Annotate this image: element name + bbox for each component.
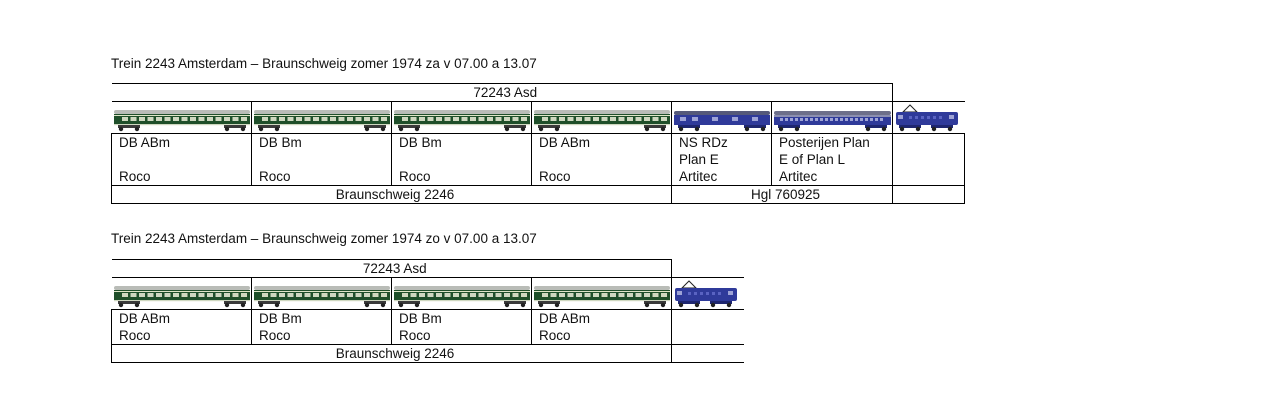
train-1-vehicle-7-image [892,101,965,134]
vehicle-name-line-1: Posterijen Plan [779,135,870,150]
db-coach-icon [254,110,390,132]
train-1-vehicle-2-image [251,101,392,134]
db-coach-icon [394,286,530,308]
train-1-vehicle-3-image [391,101,532,134]
train-2-vehicle-2-image [251,277,392,310]
train-1-footer-right: Hgl 760925 [670,185,894,204]
vehicle-name: DB ABm [539,311,591,326]
vehicle-name: DB ABm [119,135,171,150]
vehicle-name: DB ABm [539,135,591,150]
train-1-footer-left: Braunschweig 2246 [111,185,672,204]
vehicle-name: DB ABm [119,311,171,326]
db-coach-icon [113,110,250,132]
vehicle-name: DB Bm [259,311,302,326]
ns-locomotive-icon [896,104,959,132]
vehicle-brand: Roco [399,169,431,184]
vehicle-brand: Artitec [779,169,818,184]
vehicle-brand: Artitec [679,169,718,184]
train-2-footer-spacer [671,344,744,363]
train-2-vehicle-5-info [671,309,744,345]
ns-post-van-icon [774,111,891,132]
vehicle-brand: Roco [539,169,571,184]
train-1-vehicle-7-info [892,133,966,186]
vehicle-brand: Roco [119,328,151,343]
train-2-vehicle-3-image [391,277,532,310]
train-1-vehicle-4-image [531,101,672,134]
train-1-title: Trein 2243 Amsterdam – Braunschweig zome… [111,56,537,71]
vehicle-name-line-2: Plan E [679,152,719,167]
train-1-vehicle-5-image [671,101,772,134]
train-2-header: 72243 Asd [111,259,672,278]
vehicle-brand: Roco [539,328,571,343]
vehicle-name-line-2: E of Plan L [779,152,846,167]
train-1-vehicle-3-info: DB Bm Roco [391,133,532,186]
train-1-vehicle-1-image [111,101,252,134]
train-1-footer-spacer [892,185,966,204]
train-2-footer-left: Braunschweig 2246 [111,344,672,363]
db-coach-icon [254,286,390,308]
train-1-vehicle-6-info: Posterijen Plan E of Plan L Artitec [770,133,894,186]
vehicle-name: DB Bm [399,311,442,326]
vehicle-brand: Roco [119,169,151,184]
db-coach-icon [534,110,670,132]
vehicle-name-line-1: NS RDz [679,135,728,150]
train-2-title: Trein 2243 Amsterdam – Braunschweig zome… [111,231,537,246]
train-2-vehicle-3-info: DB Bm Roco [391,309,532,345]
vehicle-brand: Roco [399,328,431,343]
vehicle-brand: Roco [259,169,291,184]
train-2-vehicle-2-info: DB Bm Roco [251,309,392,345]
train-2-vehicle-5-image [671,277,744,310]
train-1-header-spacer [892,83,965,102]
vehicle-brand: Roco [259,328,291,343]
vehicle-name: DB Bm [399,135,442,150]
db-coach-icon [113,286,250,308]
train-1-vehicle-6-image [770,101,894,134]
db-coach-icon [394,110,530,132]
ns-locomotive-icon [675,280,737,308]
train-2-vehicle-4-image [531,277,672,310]
train-2-header-spacer [671,259,744,278]
ns-rdz-van-icon [674,111,770,132]
vehicle-name: DB Bm [259,135,302,150]
train-1-header: 72243 Asd [111,83,893,102]
train-1-vehicle-2-info: DB Bm Roco [251,133,392,186]
db-coach-icon [534,286,670,308]
train-2-vehicle-1-image [111,277,252,310]
